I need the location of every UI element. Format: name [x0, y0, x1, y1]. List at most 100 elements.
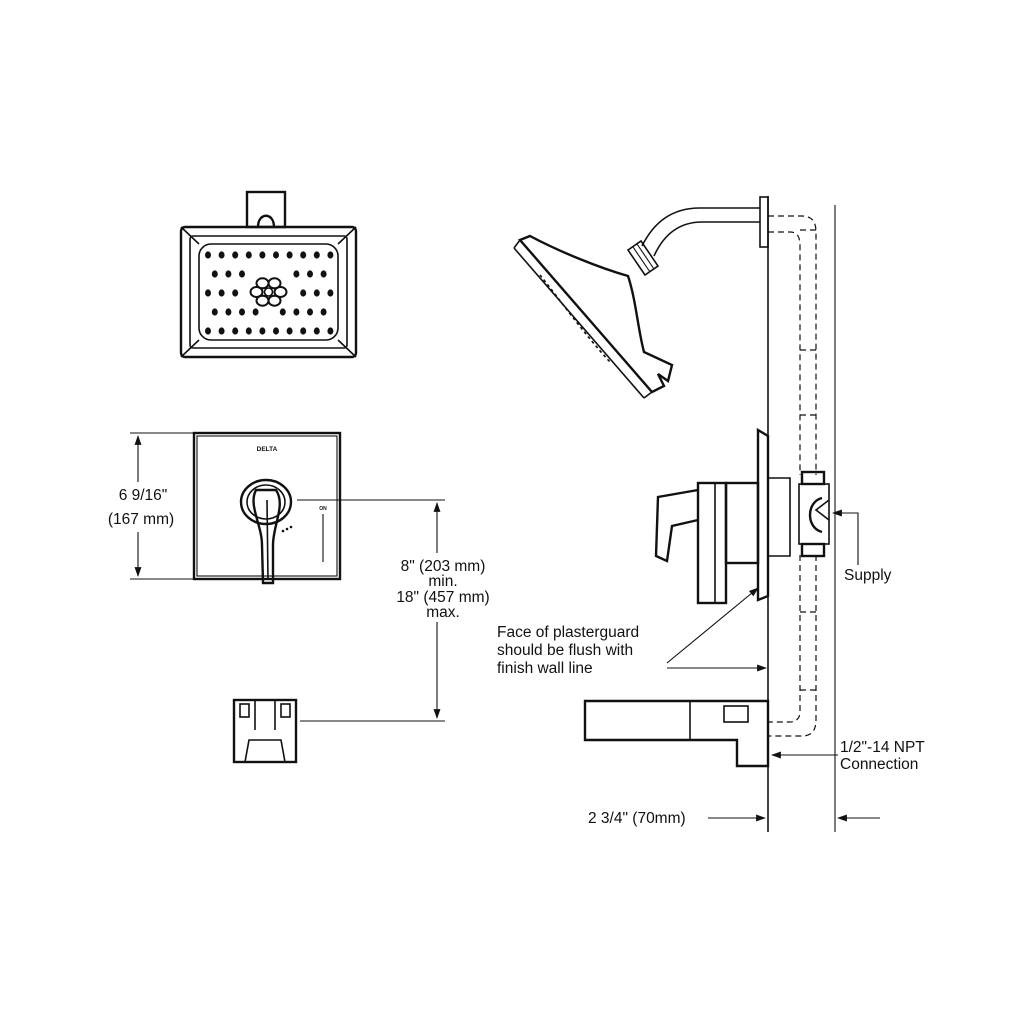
- spray-nozzle: [245, 251, 252, 259]
- center-nozzle-petal: [267, 277, 282, 290]
- showerhead-front-view: [179, 190, 358, 359]
- center-nozzle-petal: [255, 277, 270, 290]
- swivel-ball-nut: [626, 239, 660, 277]
- spray-nozzle: [218, 289, 225, 297]
- spacing-min-label: min.: [428, 573, 457, 590]
- center-nozzle-core: [263, 287, 274, 297]
- showerhead-frame-outer: [179, 225, 358, 359]
- showerhead-side-view: [513, 196, 769, 399]
- spray-nozzle: [259, 327, 266, 335]
- diverter-knob: [723, 705, 749, 723]
- spray-nozzle: [307, 270, 313, 278]
- spray-nozzle: [205, 251, 211, 259]
- valve-handle-side: [696, 481, 728, 605]
- showerhead-face: [198, 243, 339, 341]
- delta-brand-text: DELTA: [257, 446, 278, 453]
- center-nozzle-petal: [255, 294, 270, 307]
- supply-fitting-bottom: [800, 542, 826, 558]
- spray-nozzle: [245, 327, 252, 335]
- valve-escutcheon-side: [756, 427, 770, 602]
- spray-nozzle: [211, 270, 218, 278]
- valve-handle-lever: [252, 488, 281, 585]
- tub-spout-side-view: [583, 699, 770, 768]
- valve-side-view: [654, 427, 830, 605]
- valve-trim-plate: DELTA ON: [192, 431, 342, 585]
- spray-nozzle: [232, 289, 239, 297]
- valve-height-mm: (167 mm): [108, 511, 174, 528]
- spray-nozzle: [293, 308, 300, 316]
- spray-nozzle: [293, 270, 300, 278]
- valve-body-side: [724, 481, 760, 565]
- supply-inlet: [808, 496, 823, 534]
- spray-nozzle: [300, 289, 307, 297]
- spacing-max-label: max.: [426, 604, 460, 621]
- depth-label: 2 3/4" (70mm): [588, 810, 686, 827]
- spray-nozzle: [239, 308, 245, 316]
- spray-nozzle: [327, 289, 334, 297]
- trim-plate-inner: [196, 435, 338, 577]
- npt-connection-callout: 1/2"-14 NPT Connection: [771, 739, 925, 773]
- spray-nozzle: [205, 289, 211, 297]
- valve-to-spout-dimension: 8" (203 mm) min. 18" (457 mm) max.: [297, 499, 490, 722]
- valve-lever-side: [654, 488, 699, 563]
- center-spray-ring: [249, 277, 288, 307]
- spray-nozzle: [239, 270, 245, 278]
- spray-nozzle: [225, 308, 232, 316]
- plasterguard-line-2: should be flush with: [497, 642, 633, 659]
- shower-arm-mount: [245, 190, 287, 229]
- center-nozzle-petal: [267, 294, 282, 307]
- spray-nozzle: [313, 289, 320, 297]
- center-nozzle-petal: [273, 286, 288, 298]
- spray-nozzle: [232, 251, 239, 259]
- spout-outlet-front: [244, 739, 286, 763]
- center-nozzle-petal: [249, 286, 264, 298]
- showerhead-body-side: [517, 234, 674, 394]
- valve-height-dimension: 6 9/16" (167 mm): [108, 432, 194, 580]
- spray-nozzle: [273, 327, 279, 335]
- spray-nozzle: [313, 327, 320, 335]
- spray-nozzle: [252, 308, 259, 316]
- spray-nozzle: [320, 308, 327, 316]
- spray-nozzle: [279, 308, 286, 316]
- spray-nozzle: [307, 308, 313, 316]
- spacing-min-value: 8" (203 mm): [401, 558, 486, 575]
- npt-size-label: 1/2"-14 NPT: [840, 739, 925, 756]
- plasterguard-line-1: Face of plasterguard: [497, 624, 639, 641]
- handle-escutcheon: [239, 478, 293, 526]
- spray-nozzle: [286, 327, 293, 335]
- shower-arm-flange: [759, 196, 769, 248]
- spray-nozzles: [205, 251, 334, 335]
- spray-nozzle: [300, 327, 307, 335]
- spray-nozzle: [205, 327, 211, 335]
- plasterguard-callout: Face of plasterguard should be flush wit…: [497, 587, 767, 677]
- spray-nozzle: [320, 270, 327, 278]
- shower-arm-opening: [256, 214, 276, 228]
- spray-nozzle: [313, 251, 320, 259]
- tub-spout-front-view: [232, 698, 298, 764]
- spray-nozzle: [327, 327, 334, 335]
- spout-body-side: [583, 699, 770, 768]
- spray-nozzle: [225, 270, 232, 278]
- supply-piping-hidden: [768, 215, 817, 737]
- spray-nozzle: [218, 251, 225, 259]
- on-marking: ON: [319, 506, 327, 512]
- spacing-max-value: 18" (457 mm): [396, 589, 489, 606]
- depth-dimension: 2 3/4" (70mm): [588, 810, 880, 827]
- spray-nozzle: [327, 251, 334, 259]
- supply-callout: Supply: [832, 509, 892, 584]
- spout-body-front: [232, 698, 298, 764]
- supply-label: Supply: [844, 567, 892, 584]
- spray-nozzle: [273, 251, 279, 259]
- spray-nozzle: [259, 251, 266, 259]
- supply-fitting-top: [800, 470, 826, 486]
- npt-connection-label: Connection: [840, 756, 918, 773]
- spray-nozzle: [211, 308, 218, 316]
- trim-plate-outer: [192, 431, 342, 581]
- plasterguard-line-3: finish wall line: [497, 660, 593, 677]
- valve-cartridge-body: [798, 483, 830, 545]
- spray-nozzle: [300, 251, 307, 259]
- spray-nozzle: [286, 251, 293, 259]
- spray-nozzle: [232, 327, 239, 335]
- valve-height-inches: 6 9/16": [119, 487, 168, 504]
